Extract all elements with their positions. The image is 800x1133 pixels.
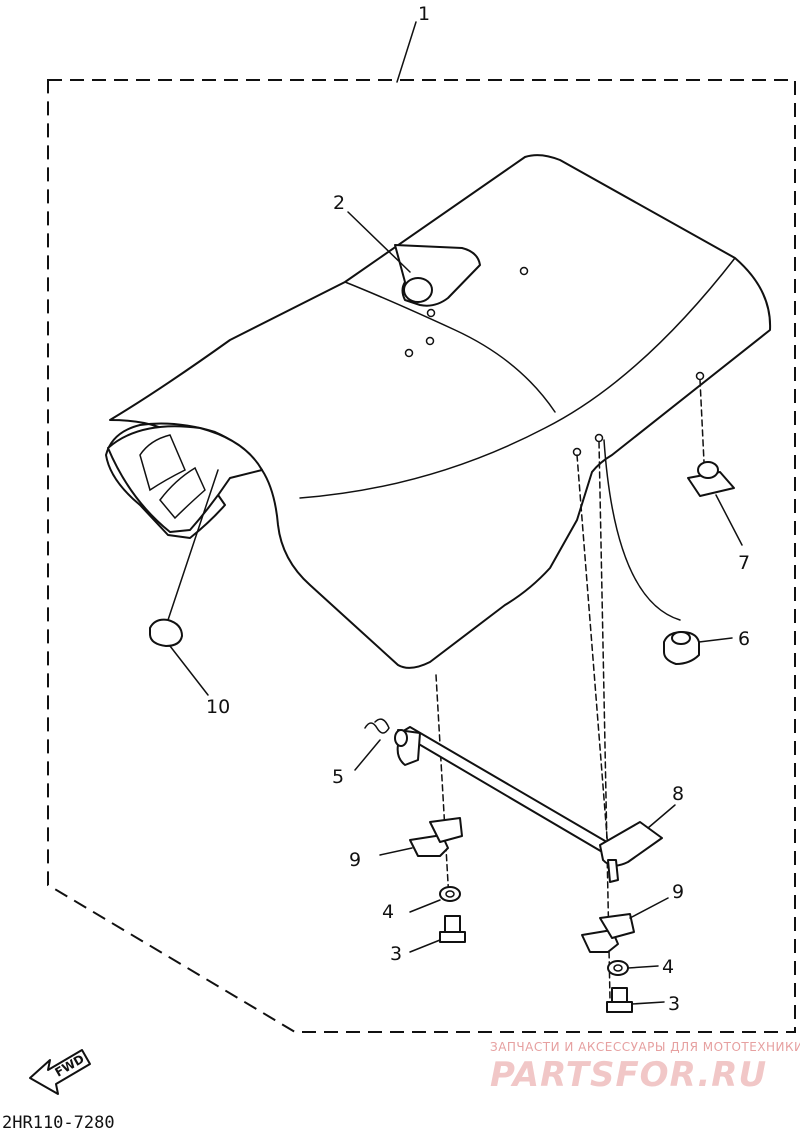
damper-part-10: [149, 469, 219, 696]
fwd-arrow-icon: FWD: [29, 1049, 91, 1095]
lock-rod-part-8: [394, 726, 676, 883]
callout-8: 8: [672, 783, 684, 805]
leader-1: [396, 21, 417, 83]
callout-3a: 3: [390, 943, 402, 965]
callout-9a: 9: [349, 849, 361, 871]
callout-9b: 9: [672, 881, 684, 903]
hole: [425, 336, 435, 346]
seat-rib-1: [139, 434, 186, 492]
watermark-line-2: PARTSFOR.RU: [490, 1055, 767, 1095]
spring-part-5: [354, 718, 390, 771]
hole: [426, 308, 436, 318]
callout-4b: 4: [662, 956, 674, 978]
assembly-boundary: [47, 79, 796, 1033]
callout-1: 1: [418, 3, 430, 25]
seat-front-hollow: [107, 425, 263, 533]
callout-4a: 4: [382, 901, 394, 923]
bolt-part-3b: [606, 987, 665, 1013]
leader-2: [347, 211, 411, 273]
bracket-part-9b: [581, 897, 669, 953]
seat-rear-ridge: [344, 281, 556, 413]
callout-7: 7: [738, 552, 750, 574]
seat: [105, 154, 772, 669]
bolt-part-3a: [409, 915, 466, 953]
clip-nut-part-7: [687, 461, 743, 546]
hole: [519, 266, 529, 276]
watermark-line-1: ЗАПЧАСТИ И АКСЕССУАРЫ ДЛЯ МОТОТЕХНИКИ: [490, 1040, 800, 1054]
callout-5: 5: [332, 766, 344, 788]
diagram-code: 2HR110-7280: [2, 1113, 115, 1133]
seat-rib-2: [159, 466, 206, 520]
bracket-part-9a: [379, 817, 463, 857]
hole: [404, 348, 414, 358]
washer-part-4b: [607, 960, 659, 976]
washer-part-4a: [409, 886, 461, 913]
callout-10: 10: [206, 696, 230, 718]
seat-hook-end: [403, 277, 433, 303]
damper-part-6: [603, 439, 733, 665]
callout-3b: 3: [668, 993, 680, 1015]
callout-6: 6: [738, 628, 750, 650]
seat-outline: [105, 154, 772, 669]
seat-top-contour: [299, 257, 736, 499]
assembly-lines: [435, 379, 705, 1001]
callout-2: 2: [333, 192, 345, 214]
